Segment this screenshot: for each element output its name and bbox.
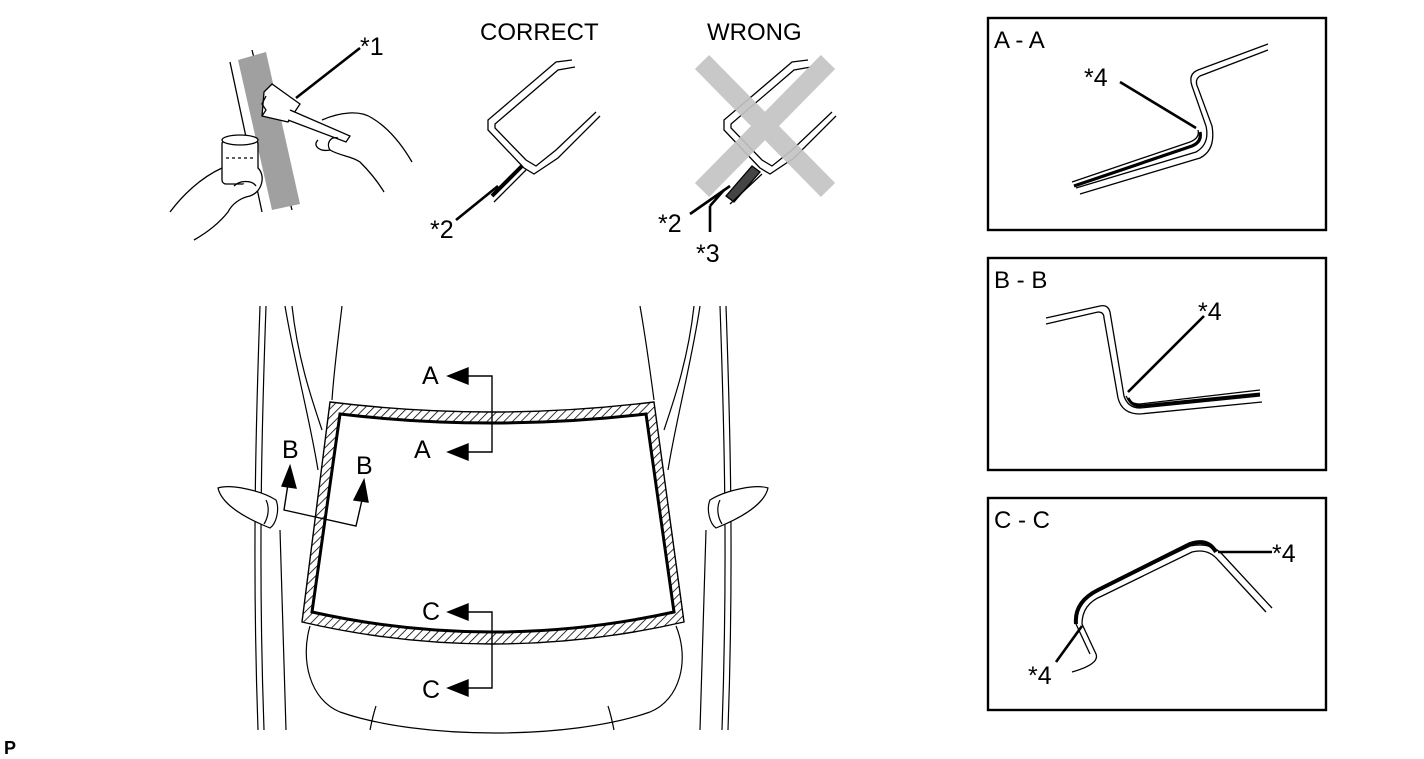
primer-mark-wrong xyxy=(725,165,761,203)
callout-1: *1 xyxy=(360,33,384,61)
section-b-right-label: B xyxy=(356,452,373,480)
callout-4-aa: *4 xyxy=(1084,64,1108,92)
section-c-top-label: C xyxy=(422,598,440,626)
section-a-top-label: A xyxy=(422,362,439,390)
primer-cup-icon xyxy=(221,134,259,185)
left-mirror xyxy=(217,486,279,529)
callout-2-wrong: *2 xyxy=(658,210,682,238)
primer-application-illustration xyxy=(169,46,413,241)
callout-2-correct: *2 xyxy=(430,216,454,244)
primer-mark-correct xyxy=(490,164,524,198)
wrong-cross-icon xyxy=(694,54,836,198)
correct-cross-section xyxy=(455,59,601,222)
left-hand xyxy=(169,167,263,241)
callout-3: *3 xyxy=(696,240,720,268)
section-cc-panel xyxy=(986,496,1328,712)
right-mirror xyxy=(707,486,769,529)
section-bb-title: B - B xyxy=(994,267,1047,294)
brush-icon xyxy=(261,83,351,143)
windshield xyxy=(301,401,685,645)
windshield-molding xyxy=(301,401,685,645)
figure-code: P xyxy=(4,738,16,758)
section-cc-profile xyxy=(1054,540,1273,673)
section-a-marker xyxy=(446,366,493,462)
primer-band xyxy=(238,52,300,210)
section-c-bottom-label: C xyxy=(422,676,440,704)
section-c-marker xyxy=(446,602,493,698)
right-hand xyxy=(315,112,413,193)
vehicle-top-view xyxy=(217,305,769,734)
wrong-header: WRONG xyxy=(707,19,802,46)
section-cc-title: C - C xyxy=(994,507,1050,534)
section-b-left-label: B xyxy=(282,436,299,464)
section-aa-profile xyxy=(1071,43,1269,195)
section-bb-profile xyxy=(1045,304,1263,415)
section-aa-title: A - A xyxy=(994,27,1045,54)
section-a-bottom-label: A xyxy=(414,436,431,464)
callout-4-cc-upper: *4 xyxy=(1272,540,1296,568)
section-b-marker xyxy=(281,463,369,527)
callout-4-cc-lower: *4 xyxy=(1028,662,1052,690)
callout-4-bb: *4 xyxy=(1198,298,1222,326)
correct-header: CORRECT xyxy=(480,19,599,46)
section-aa-panel xyxy=(986,16,1328,232)
